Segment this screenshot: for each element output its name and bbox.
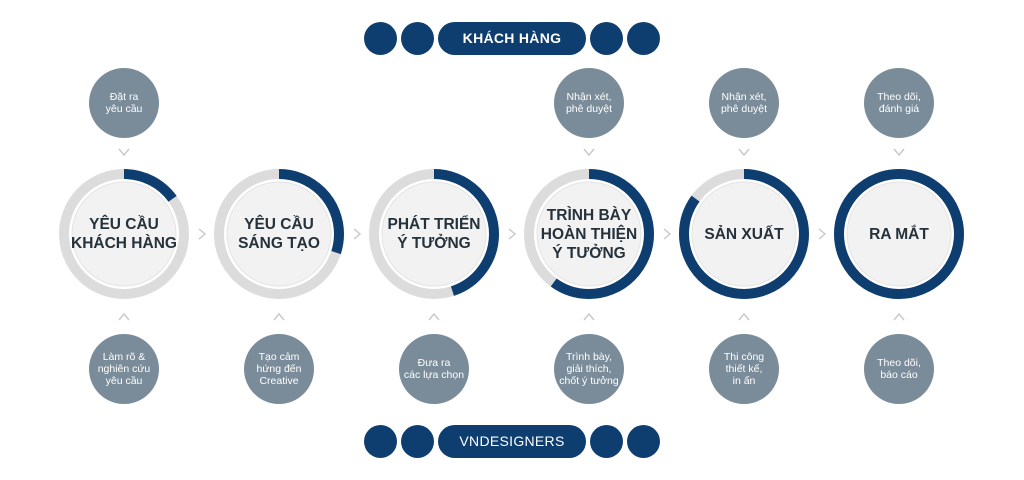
ring-progress	[524, 169, 654, 299]
chevron-down-icon	[583, 146, 595, 158]
banner-dot	[627, 425, 660, 458]
stage-title: SẢN XUẤT	[704, 225, 784, 243]
chevron-up-icon	[583, 311, 595, 323]
bottom-note-bubble: Đưa ra các lựa chọn	[399, 334, 469, 404]
stage-ring	[679, 169, 809, 299]
stage-title: PHÁT TRIỂN Ý TƯỞNG	[387, 216, 481, 252]
stage-label-wrap: TRÌNH BÀY HOÀN THIỆN Ý TƯỞNG	[521, 166, 657, 302]
ring-progress	[679, 169, 809, 299]
ring-inner	[71, 181, 177, 287]
stage-circle-3: PHÁT TRIỂN Ý TƯỞNG	[366, 166, 502, 302]
chevron-down-icon	[118, 146, 130, 158]
chevron-right-icon	[816, 228, 828, 240]
header-banner: KHÁCH HÀNG	[0, 22, 1024, 56]
banner-dot	[627, 22, 660, 55]
bottom-note-bubble: Làm rõ & nghiên cứu yêu cầu	[89, 334, 159, 404]
stage-title: YÊU CẦU KHÁCH HÀNG	[71, 216, 177, 252]
chevron-down-icon	[893, 146, 905, 158]
bottom-note-bubble-text: Đưa ra các lựa chọn	[403, 357, 465, 381]
stage-ring	[59, 169, 189, 299]
bottom-note-bubble-text: Trình bày, giải thích, chốt ý tưởng	[559, 351, 619, 387]
banner-dot	[590, 425, 623, 458]
bottom-note-bubble-text: Theo dõi, báo cáo	[877, 357, 921, 381]
bottom-note-bubble-text: Làm rõ & nghiên cứu yêu cầu	[97, 351, 151, 387]
chevron-up-icon	[118, 311, 130, 323]
top-note-bubble: Nhận xét, phê duyệt	[554, 68, 624, 138]
ring-inner	[226, 181, 332, 287]
stage-title: YÊU CẦU SÁNG TẠO	[238, 216, 320, 252]
top-note-bubble: Theo dõi, đánh giá	[864, 68, 934, 138]
stage-title: TRÌNH BÀY HOÀN THIỆN Ý TƯỞNG	[540, 206, 638, 262]
bottom-note-bubble-text: Thi công thiết kế, in ấn	[723, 351, 765, 387]
header-title: KHÁCH HÀNG	[438, 22, 586, 55]
ring-inner	[381, 181, 487, 287]
stage-ring	[369, 169, 499, 299]
top-note-bubble-text: Đặt ra yêu cầu	[105, 91, 143, 115]
stage-title: RA MẮT	[869, 225, 929, 243]
top-note-bubble-text: Nhận xét, phê duyệt	[565, 91, 613, 115]
bottom-note-bubble: Tạo cảm hứng đến Creative	[244, 334, 314, 404]
chevron-right-icon	[661, 228, 673, 240]
bottom-note-bubble-text: Tạo cảm hứng đến Creative	[256, 351, 302, 387]
ring-inner	[536, 181, 642, 287]
chevron-down-icon	[738, 146, 750, 158]
bottom-note-bubble: Theo dõi, báo cáo	[864, 334, 934, 404]
chevron-right-icon	[506, 228, 518, 240]
chevron-right-icon	[196, 228, 208, 240]
stage-ring	[834, 169, 964, 299]
stage-label-wrap: SẢN XUẤT	[676, 166, 812, 302]
stage-label-wrap: YÊU CẦU KHÁCH HÀNG	[56, 166, 192, 302]
chevron-up-icon	[273, 311, 285, 323]
ring-inner	[691, 181, 797, 287]
chevron-up-icon	[738, 311, 750, 323]
stage-circle-2: YÊU CẦU SÁNG TẠO	[211, 166, 347, 302]
bottom-note-bubble: Trình bày, giải thích, chốt ý tưởng	[554, 334, 624, 404]
banner-dot	[401, 425, 434, 458]
ring-progress	[834, 169, 964, 299]
chevron-right-icon	[351, 228, 363, 240]
top-note-bubble-text: Nhận xét, phê duyệt	[720, 91, 768, 115]
top-note-bubble: Đặt ra yêu cầu	[89, 68, 159, 138]
stage-ring	[524, 169, 654, 299]
stage-circle-5: SẢN XUẤT	[676, 166, 812, 302]
stage-ring	[214, 169, 344, 299]
bottom-note-bubble: Thi công thiết kế, in ấn	[709, 334, 779, 404]
top-note-bubble-text: Theo dõi, đánh giá	[877, 91, 921, 115]
chevron-up-icon	[893, 311, 905, 323]
stage-label-wrap: RA MẮT	[831, 166, 967, 302]
ring-inner	[846, 181, 952, 287]
stage-label-wrap: PHÁT TRIỂN Ý TƯỞNG	[366, 166, 502, 302]
stage-label-wrap: YÊU CẦU SÁNG TẠO	[211, 166, 347, 302]
stage-circle-1: YÊU CẦU KHÁCH HÀNG	[56, 166, 192, 302]
footer-title: VNDESIGNERS	[438, 425, 586, 458]
footer-banner: VNDESIGNERS	[0, 425, 1024, 459]
banner-dot	[590, 22, 623, 55]
banner-dot	[364, 22, 397, 55]
ring-progress	[369, 169, 499, 299]
chevron-up-icon	[428, 311, 440, 323]
stage-circle-6: RA MẮT	[831, 166, 967, 302]
stage-circle-4: TRÌNH BÀY HOÀN THIỆN Ý TƯỞNG	[521, 166, 657, 302]
ring-progress	[59, 169, 189, 299]
ring-progress	[214, 169, 344, 299]
top-note-bubble: Nhận xét, phê duyệt	[709, 68, 779, 138]
banner-dot	[364, 425, 397, 458]
banner-dot	[401, 22, 434, 55]
